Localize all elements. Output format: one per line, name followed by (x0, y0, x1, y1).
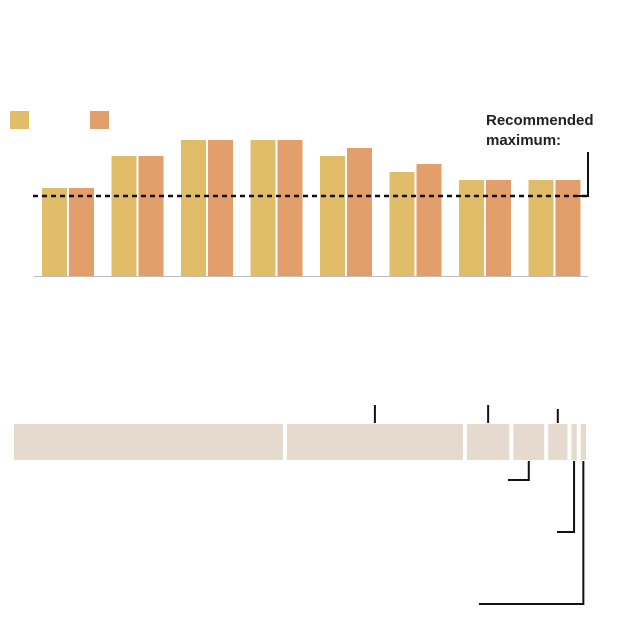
ref-line-label-2: maximum: (486, 132, 561, 149)
bar (42, 188, 67, 276)
bar (277, 140, 303, 276)
bar (459, 180, 484, 276)
bar (138, 156, 164, 276)
bar (486, 180, 511, 276)
legend (10, 111, 109, 129)
bar (181, 140, 206, 276)
stacked-segment (14, 424, 283, 460)
legend-swatch-a (10, 111, 29, 129)
bar (347, 148, 372, 276)
bar-chart (33, 140, 589, 277)
stacked-segment (571, 424, 577, 460)
stacked-segment (580, 424, 586, 460)
stacked-bar-chart (14, 405, 586, 605)
bar (416, 164, 442, 276)
bar (69, 188, 94, 276)
stacked-segment (513, 424, 545, 460)
legend-swatch-b (90, 111, 109, 129)
bar (555, 180, 581, 276)
reference-line-leader (578, 152, 589, 197)
leader-line (479, 461, 585, 605)
stacked-segment (548, 424, 568, 460)
bar (208, 140, 233, 276)
leader-line (508, 461, 530, 481)
ref-line-label-1: Recommended (486, 112, 594, 129)
stacked-segment (466, 424, 510, 460)
leader-line (557, 461, 576, 533)
bar (250, 140, 276, 276)
stacked-segment (286, 424, 463, 460)
bar (111, 156, 137, 276)
bar (528, 180, 554, 276)
bar (389, 172, 415, 276)
bar (320, 156, 345, 276)
